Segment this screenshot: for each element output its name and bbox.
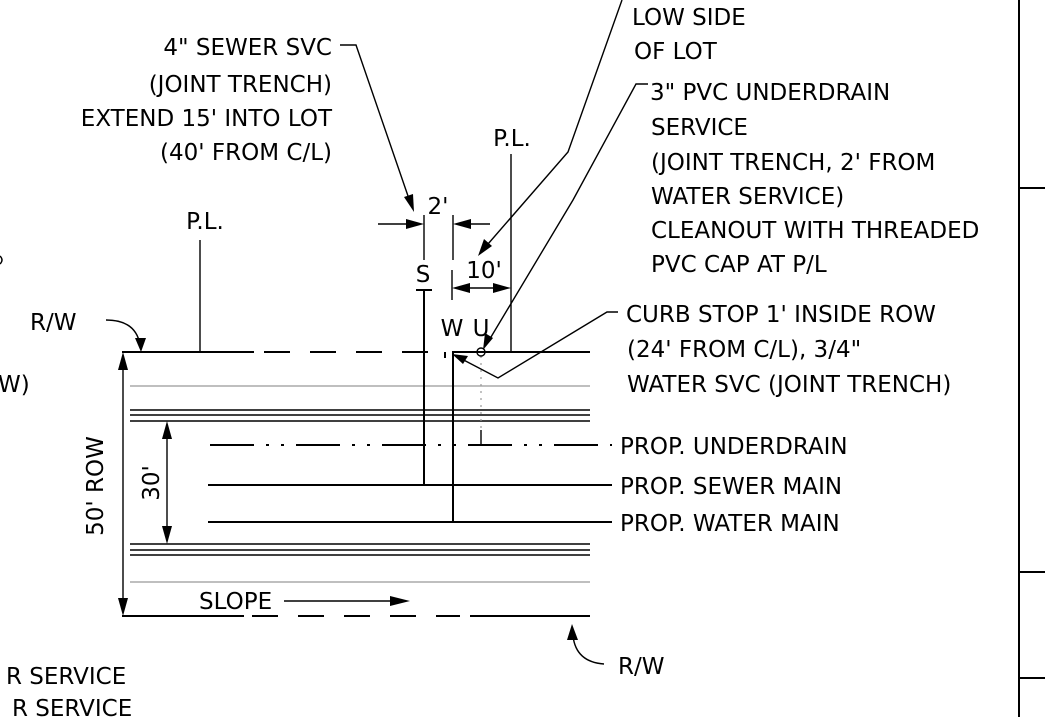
curb-stop-leader bbox=[452, 311, 618, 379]
sewer-marker-label: S bbox=[416, 262, 431, 288]
rw-bottom-leader bbox=[567, 624, 605, 665]
curb-stop-line-2: (24' FROM C/L), 3/4" bbox=[627, 337, 861, 363]
property-line-right-label: P.L. bbox=[493, 126, 531, 152]
underdrain-line-3: (JOINT TRENCH, 2' FROM bbox=[651, 150, 935, 176]
sewer-svc-leader bbox=[340, 44, 414, 212]
curb-stop-line-1: CURB STOP 1' INSIDE ROW bbox=[626, 302, 936, 328]
underdrain-service bbox=[476, 347, 486, 445]
property-line-left-label: P.L. bbox=[186, 209, 224, 235]
sewer-svc-line-4: (40' FROM C/L) bbox=[160, 140, 332, 166]
dimension-30ft bbox=[162, 421, 172, 544]
dimension-10ft bbox=[451, 270, 511, 300]
dim-30ft-label: 30' bbox=[139, 465, 165, 501]
left-cut-text-1: W) bbox=[0, 372, 30, 398]
curb-stop-line-3: WATER SVC (JOINT TRENCH) bbox=[627, 372, 951, 398]
low-side-leader bbox=[478, 0, 623, 256]
prop-underdrain-label: PROP. UNDERDRAIN bbox=[620, 434, 848, 460]
prop-water-main-label: PROP. WATER MAIN bbox=[620, 511, 840, 537]
left-cut-text-2: R SERVICE bbox=[6, 664, 126, 690]
sewer-svc-line-2: (JOINT TRENCH) bbox=[149, 72, 332, 98]
underdrain-line-6: PVC CAP AT P/L bbox=[651, 252, 827, 278]
low-side-line-1: LOW SIDE bbox=[632, 5, 746, 31]
sewer-svc-line-3: EXTEND 15' INTO LOT bbox=[81, 106, 333, 132]
dimension-2ft bbox=[378, 215, 490, 260]
underdrain-line-4: WATER SERVICE) bbox=[651, 184, 844, 210]
row-50-label: 50' ROW bbox=[83, 436, 109, 536]
water-marker-label: W bbox=[441, 316, 464, 342]
underdrain-marker-label: U bbox=[473, 316, 490, 342]
rw-bottom-label: R/W bbox=[618, 654, 664, 680]
slope-arrow bbox=[284, 596, 410, 606]
sewer-svc-line-1: 4" SEWER SVC bbox=[163, 35, 332, 61]
rw-top-label: R/W bbox=[30, 310, 76, 336]
dim-2ft-label: 2' bbox=[428, 194, 449, 220]
low-side-line-2: OF LOT bbox=[634, 39, 718, 65]
slope-label: SLOPE bbox=[199, 589, 272, 615]
rw-top-leader bbox=[105, 319, 146, 352]
sewer-svc-note: 4" SEWER SVC (JOINT TRENCH) EXTEND 15' I… bbox=[81, 35, 333, 166]
row-50-dimension bbox=[118, 352, 128, 616]
prop-sewer-main-label: PROP. SEWER MAIN bbox=[620, 474, 842, 500]
dim-10ft-label: 10' bbox=[466, 258, 502, 284]
curb-stop-note: CURB STOP 1' INSIDE ROW (24' FROM C/L), … bbox=[626, 302, 951, 398]
sewer-service bbox=[416, 289, 432, 485]
underdrain-line-5: CLEANOUT WITH THREADED bbox=[651, 218, 979, 244]
water-service bbox=[444, 352, 454, 522]
underdrain-note: 3" PVC UNDERDRAIN SERVICE (JOINT TRENCH,… bbox=[650, 80, 979, 278]
low-side-note: LOW SIDE OF LOT bbox=[632, 5, 746, 65]
title-block-border bbox=[1018, 0, 1045, 717]
edge-mark bbox=[0, 255, 3, 265]
curb-line-top bbox=[130, 409, 590, 422]
underdrain-line-2: SERVICE bbox=[651, 115, 748, 141]
underdrain-leader bbox=[483, 83, 648, 350]
curb-line-bottom bbox=[130, 543, 590, 556]
left-cut-text-3: R SERVICE bbox=[12, 696, 132, 717]
underdrain-line-1: 3" PVC UNDERDRAIN bbox=[650, 80, 890, 106]
